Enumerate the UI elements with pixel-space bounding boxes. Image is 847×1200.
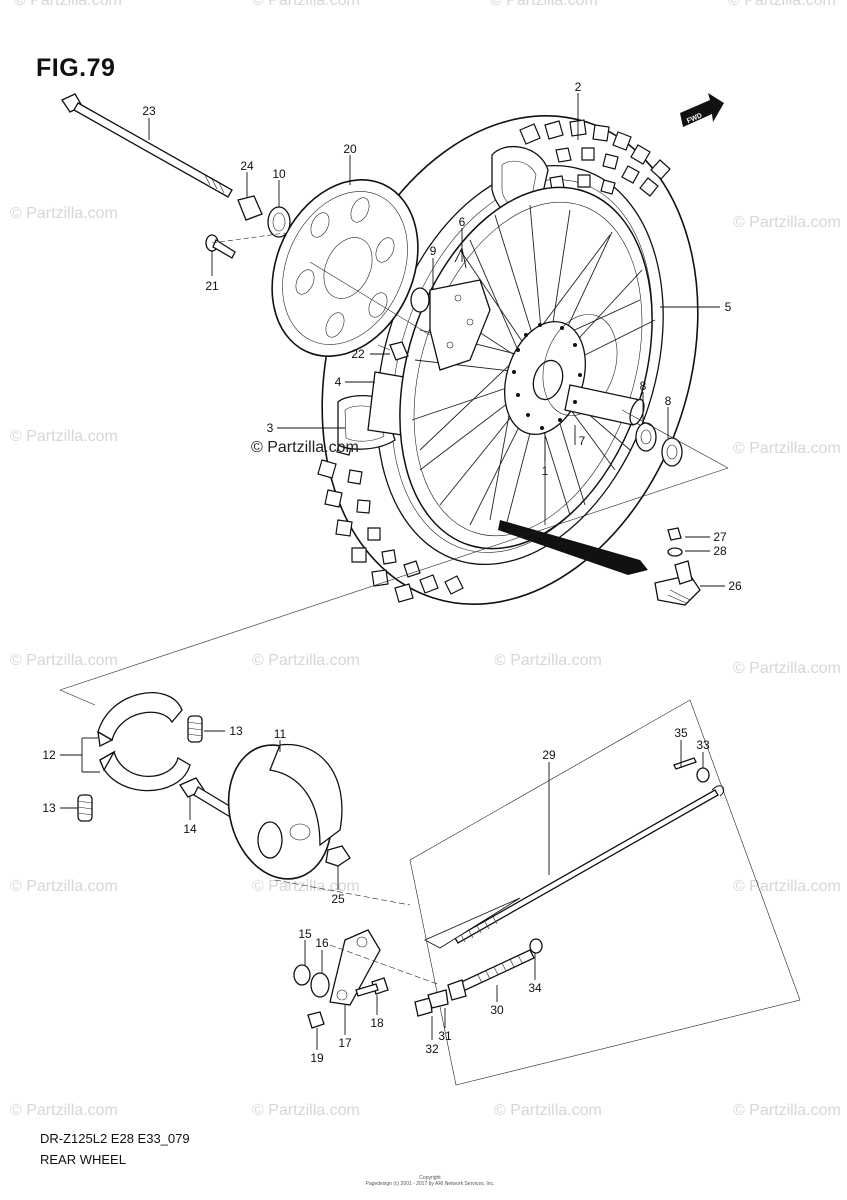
panel-nut <box>325 845 351 867</box>
callout-18: 18 <box>370 1016 384 1030</box>
callout-24: 24 <box>240 159 254 173</box>
callout-14: 14 <box>183 822 197 836</box>
callout-22: 22 <box>351 347 365 361</box>
callout-15: 15 <box>298 927 312 941</box>
watermark: © Partzilla.com <box>10 205 118 222</box>
rear-axle <box>61 93 233 198</box>
callout-23: 23 <box>142 104 156 118</box>
brake-shoe-spring <box>187 715 203 743</box>
axle-spacer <box>237 195 263 221</box>
callout-34: 34 <box>528 981 542 995</box>
callout-10: 10 <box>272 167 286 181</box>
copyright-line: Pagedesign (c) 2001 - 2017 by ARI Networ… <box>365 1181 495 1187</box>
washer <box>696 767 710 783</box>
callout-12: 12 <box>42 748 56 762</box>
callout-13b: 13 <box>42 801 56 815</box>
watermark: © Partzilla.com <box>490 0 598 9</box>
callout-32: 32 <box>425 1042 439 1056</box>
figure-title: FIG.79 <box>36 54 116 82</box>
washer <box>293 964 311 986</box>
watermark: © Partzilla.com <box>728 0 836 9</box>
joint <box>447 979 467 1001</box>
callout-2: 2 <box>575 80 582 94</box>
callout-31: 31 <box>438 1029 452 1043</box>
watermark: © Partzilla.com <box>733 440 841 457</box>
model-code: DR-Z125L2 E28 E33_079 <box>40 1131 190 1146</box>
watermark: © Partzilla.com <box>14 0 122 9</box>
callout-9: 9 <box>430 244 437 258</box>
section-title: REAR WHEEL <box>40 1152 126 1167</box>
watermark: © Partzilla.com <box>733 1102 841 1119</box>
callout-16: 16 <box>315 936 329 950</box>
watermark: © Partzilla.com <box>494 1102 602 1119</box>
watermark: © Partzilla.com <box>252 0 360 9</box>
callout-8b: 8 <box>665 394 672 408</box>
watermark: © Partzilla.com <box>733 660 841 677</box>
callout-29: 29 <box>542 748 556 762</box>
brake-shoes <box>97 692 191 792</box>
watermark: © Partzilla.com <box>10 1102 118 1119</box>
callout-26: 26 <box>728 579 742 593</box>
callout-27: 27 <box>713 530 727 544</box>
watermark-main: © Partzilla.com <box>251 439 359 456</box>
callout-11: 11 <box>274 727 287 741</box>
wheel-rim <box>399 186 683 550</box>
direction-arrow-icon <box>498 520 648 575</box>
callout-1: 1 <box>542 464 549 478</box>
watermark: © Partzilla.com <box>733 214 841 231</box>
copyright-line: Copyright <box>419 1175 441 1181</box>
adjuster-nut <box>414 989 449 1017</box>
brake-arm-nut <box>307 1011 325 1029</box>
watermark: © Partzilla.com <box>252 652 360 669</box>
callout-35: 35 <box>674 726 688 740</box>
callout-25: 25 <box>331 892 345 906</box>
brake-arm <box>329 929 381 1006</box>
watermark: © Partzilla.com <box>494 652 602 669</box>
fwd-arrow-icon: FWD <box>680 93 724 127</box>
cotter-pin <box>673 757 697 770</box>
callout-33: 33 <box>696 738 710 752</box>
callout-17: 17 <box>338 1036 352 1050</box>
watermark: © Partzilla.com <box>10 428 118 445</box>
washer <box>529 938 543 954</box>
washer <box>310 972 330 998</box>
callout-13a: 13 <box>229 724 243 738</box>
callout-20: 20 <box>343 142 357 156</box>
callout-28: 28 <box>713 544 727 558</box>
brake-arm-bolt <box>355 977 389 997</box>
callout-30: 30 <box>490 1003 504 1017</box>
callout-7: 7 <box>579 434 586 448</box>
brake-rod-spring <box>454 949 535 994</box>
callout-6: 6 <box>459 215 466 229</box>
sprocket-bolt <box>205 234 236 259</box>
brake-panel <box>227 743 343 880</box>
oil-seal <box>267 206 291 238</box>
callout-21: 21 <box>205 279 219 293</box>
callout-8a: 8 <box>640 379 647 393</box>
sprocket-mount-bracket <box>429 279 491 371</box>
copyright-notice: Copyright Pagedesign (c) 2001 - 2017 by … <box>355 1175 505 1187</box>
callout-4: 4 <box>335 375 342 389</box>
callout-19: 19 <box>310 1051 324 1065</box>
brake-shoe-spring <box>77 794 93 822</box>
bearing <box>410 287 430 313</box>
brake-rod <box>454 785 725 944</box>
sprocket <box>271 179 419 357</box>
callout-3: 3 <box>267 421 274 435</box>
tire-tread-top <box>519 119 671 197</box>
rim-lock <box>654 527 701 606</box>
watermark: © Partzilla.com <box>10 652 118 669</box>
watermark: © Partzilla.com <box>252 1102 360 1119</box>
sprocket-nut <box>389 341 409 361</box>
tire-tread-bottom <box>317 439 464 603</box>
brake-cam-shaft <box>179 777 237 819</box>
callout-5: 5 <box>725 300 732 314</box>
brake-rod-kit-frame <box>274 699 801 1086</box>
watermark: © Partzilla.com <box>10 878 118 895</box>
